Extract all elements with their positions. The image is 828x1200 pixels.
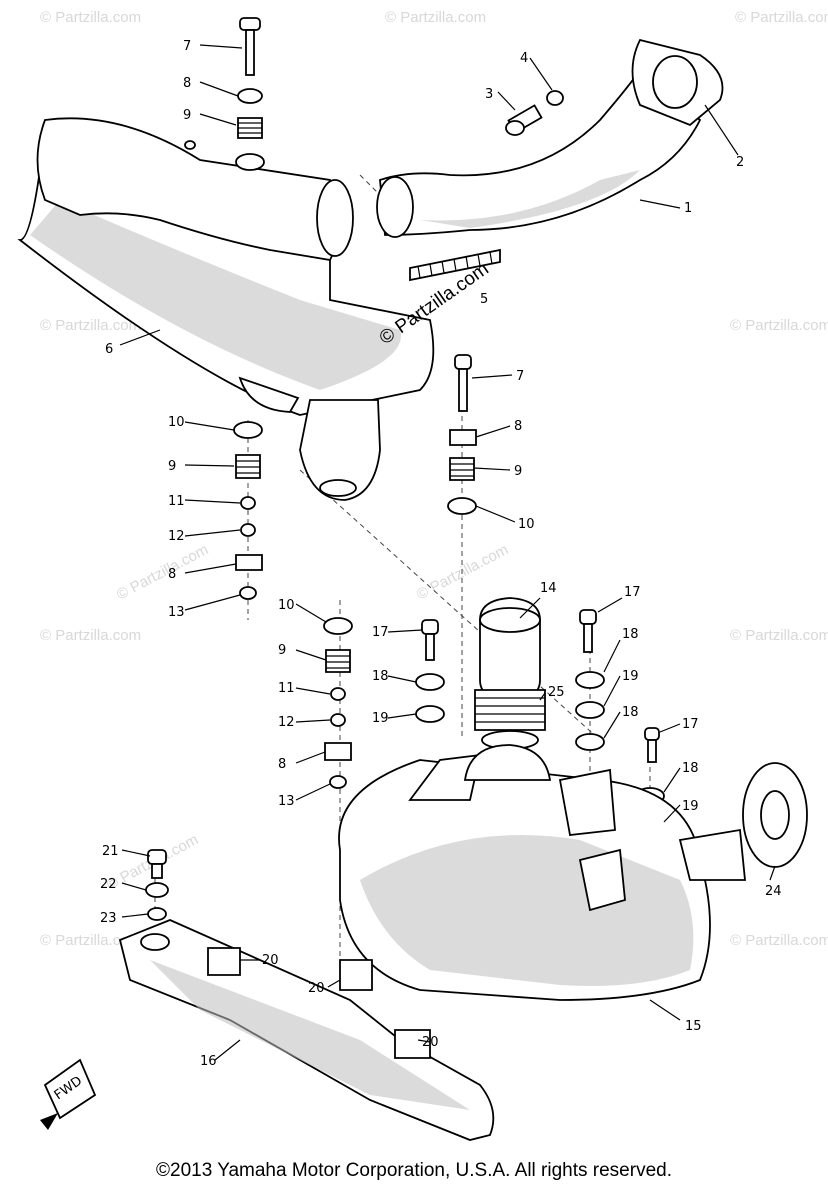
callout-20c: 20 <box>422 1035 439 1050</box>
watermark: © Partzilla.com <box>385 9 486 26</box>
callout-18d: 18 <box>682 761 699 776</box>
callout-12b: 12 <box>278 715 295 730</box>
callout-22: 22 <box>100 877 117 892</box>
callout-18: 18 <box>372 669 389 684</box>
callout-9: 9 <box>183 108 191 123</box>
callout-23: 23 <box>100 911 117 926</box>
callout-11: 11 <box>168 494 185 509</box>
clamp-spring <box>409 248 501 282</box>
callout-21: 21 <box>102 844 119 859</box>
lower-bracket <box>118 849 495 1141</box>
grommet <box>742 762 808 868</box>
center-bolt-washers <box>415 619 445 723</box>
callout-18b: 18 <box>622 627 639 642</box>
callout-8b: 8 <box>514 419 522 434</box>
flange-bolt <box>505 90 564 136</box>
watermark: © Partzilla.com <box>730 627 828 644</box>
callout-19: 19 <box>372 711 389 726</box>
callout-3: 3 <box>485 87 493 102</box>
callout-13: 13 <box>168 605 185 620</box>
callout-7b: 7 <box>516 369 524 384</box>
exploded-parts-diagram: © Partzilla.com © Partzilla.com © Partzi… <box>17 9 828 1141</box>
copyright-notice: ©2013 Yamaha Motor Corporation, U.S.A. A… <box>156 1160 672 1181</box>
watermark: © Partzilla.com <box>40 9 141 26</box>
callout-7: 7 <box>183 39 191 54</box>
callout-19b: 19 <box>622 669 639 684</box>
callout-17: 17 <box>372 625 389 640</box>
left-mount-stack <box>233 421 263 600</box>
watermark: © Partzilla.com <box>730 932 828 949</box>
watermark: © Partzilla.com <box>40 317 141 334</box>
callout-8: 8 <box>183 76 191 91</box>
callout-11b: 11 <box>278 681 295 696</box>
callout-2: 2 <box>736 155 744 170</box>
callout-17b: 17 <box>624 585 641 600</box>
leader-lines <box>119 44 776 1061</box>
watermark: © Partzilla.com <box>735 9 828 26</box>
callout-10c: 10 <box>278 598 295 613</box>
watermark: © Partzilla.com <box>414 541 511 603</box>
callout-25: 25 <box>548 685 565 700</box>
callout-24: 24 <box>765 884 782 899</box>
callout-13b: 13 <box>278 794 295 809</box>
callout-10: 10 <box>168 415 185 430</box>
fwd-arrow-icon: FWD <box>40 1058 97 1130</box>
watermark: © Partzilla.com <box>40 627 141 644</box>
center-mount-stack <box>323 617 353 789</box>
gasket <box>631 38 724 127</box>
callout-4: 4 <box>520 51 528 66</box>
exhaust-pipe <box>376 68 702 238</box>
callout-1: 1 <box>684 201 692 216</box>
callout-16: 16 <box>200 1054 217 1069</box>
watermark: © Partzilla.com <box>40 932 141 949</box>
callout-18c: 18 <box>622 705 639 720</box>
callout-8c: 8 <box>168 567 176 582</box>
upper-chamber <box>17 117 435 501</box>
right-bolt-stack <box>447 354 477 515</box>
callout-12: 12 <box>168 529 185 544</box>
callout-15: 15 <box>685 1019 702 1034</box>
callout-numbers: 7 8 9 3 4 2 1 5 6 7 8 9 10 10 9 11 12 8 … <box>100 39 782 1069</box>
callout-19c: 19 <box>682 799 699 814</box>
watermark: © Partzilla.com <box>114 541 211 603</box>
canister <box>474 597 546 750</box>
callout-10b: 10 <box>518 517 535 532</box>
callout-14: 14 <box>540 581 557 596</box>
callout-9b: 9 <box>514 464 522 479</box>
lower-muffler <box>338 744 746 1001</box>
watermark: © Partzilla.com <box>730 317 828 334</box>
callout-20: 20 <box>262 953 279 968</box>
callout-8d: 8 <box>278 757 286 772</box>
callout-9d: 9 <box>278 643 286 658</box>
callout-20b: 20 <box>308 981 325 996</box>
callout-17c: 17 <box>682 717 699 732</box>
callout-9c: 9 <box>168 459 176 474</box>
upper-bolt-stack <box>184 17 265 171</box>
callout-5: 5 <box>480 292 488 307</box>
callout-6: 6 <box>105 342 113 357</box>
